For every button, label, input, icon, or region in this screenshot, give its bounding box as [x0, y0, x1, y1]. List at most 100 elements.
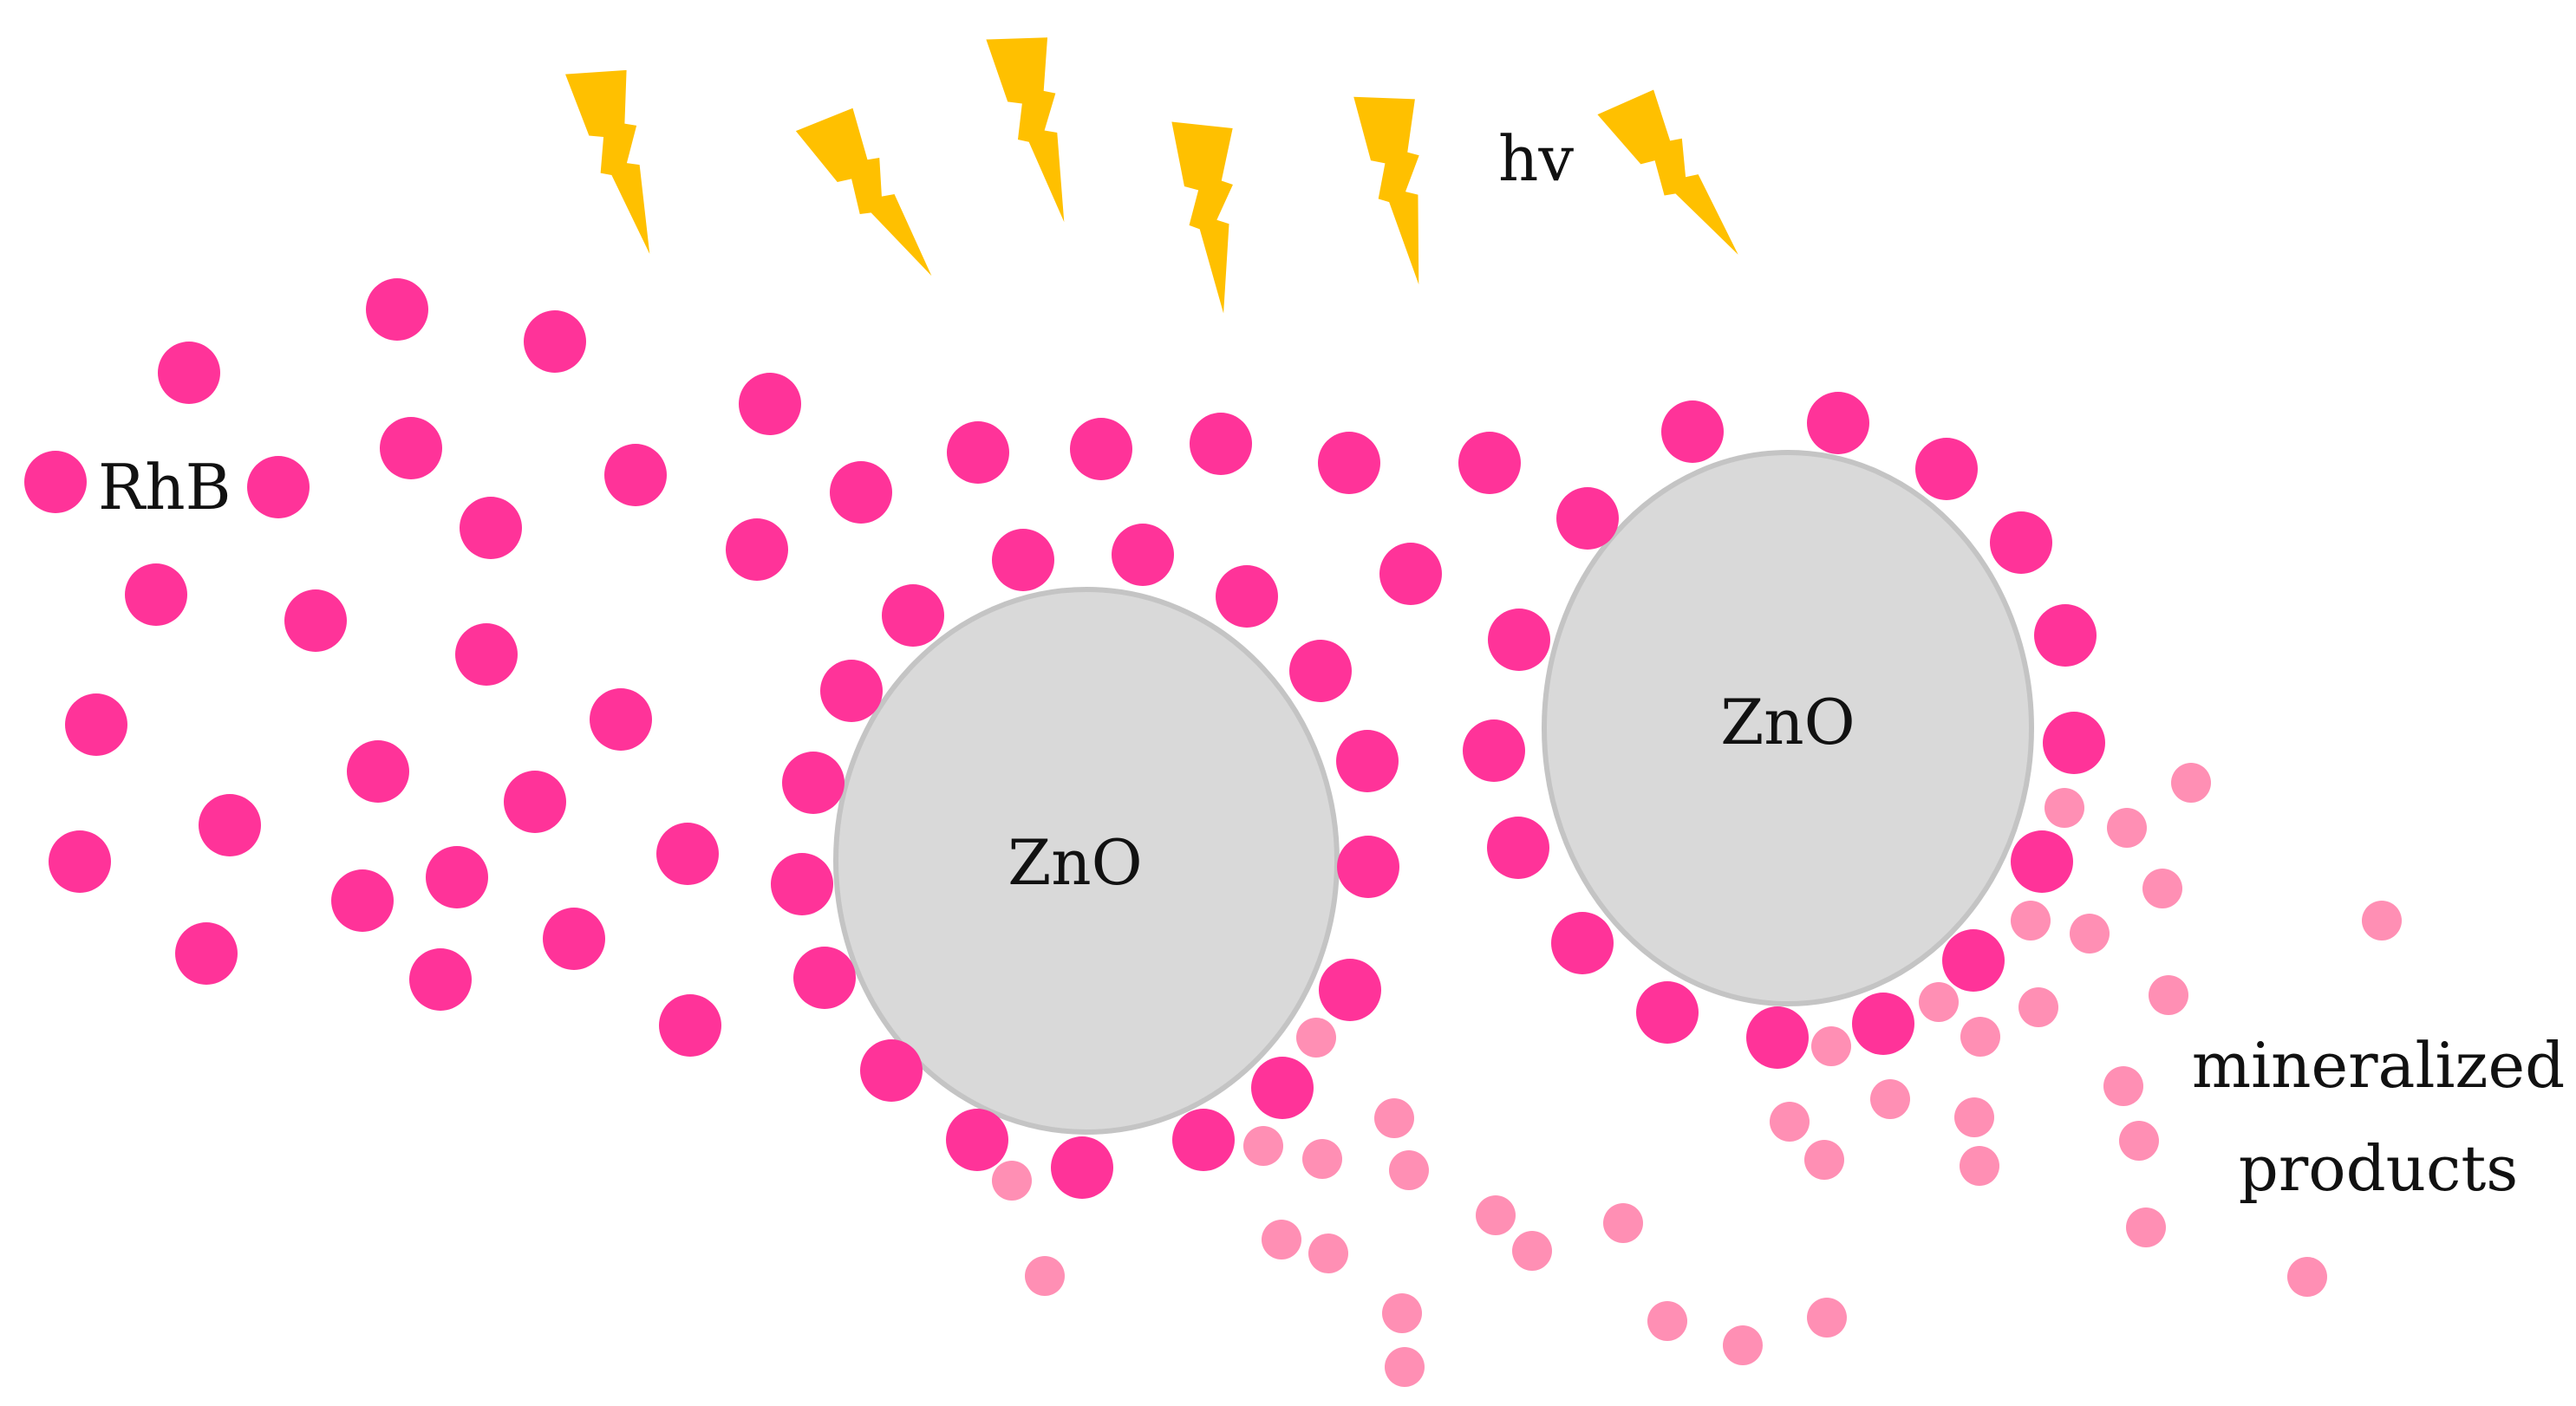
- product-molecule: [1382, 1293, 1422, 1333]
- rhb-molecule: [1070, 418, 1132, 480]
- rhb-molecule: [1336, 730, 1399, 792]
- lightning-bolt-icon: [1597, 89, 1738, 255]
- rhb-label: RhB: [98, 451, 232, 524]
- rhb-molecule: [158, 342, 220, 404]
- rhb-molecule: [1458, 432, 1521, 494]
- rhb-molecule: [1915, 438, 1978, 500]
- rhb-molecule: [125, 563, 187, 626]
- product-molecule: [2018, 987, 2058, 1027]
- rhb-molecule: [366, 278, 428, 341]
- rhb-molecule: [347, 740, 409, 803]
- product-molecule: [1262, 1220, 1301, 1260]
- rhb-molecule: [65, 693, 127, 756]
- rhb-molecule: [882, 584, 944, 647]
- light-label: hv: [1498, 122, 1574, 195]
- rhb-molecule: [199, 794, 261, 856]
- rhb-molecule: [1746, 1006, 1809, 1069]
- rhb-molecule: [1487, 817, 1549, 879]
- rhb-molecule: [1661, 400, 1724, 463]
- rhb-molecule: [659, 994, 721, 1057]
- rhb-molecule: [380, 417, 442, 479]
- product-molecule: [2362, 901, 2402, 941]
- rhb-molecule: [49, 830, 111, 893]
- rhb-molecule: [820, 660, 883, 722]
- product-molecule: [1804, 1140, 1844, 1180]
- rhb-molecule: [543, 908, 605, 970]
- rhb-molecule: [656, 823, 719, 885]
- product-molecule: [2119, 1121, 2159, 1161]
- rhb-molecule: [1319, 959, 1381, 1021]
- product-molecule: [1025, 1256, 1065, 1296]
- rhb-molecule: [1463, 719, 1525, 782]
- rhb-molecule: [1990, 511, 2052, 574]
- rhb-molecule: [1337, 836, 1399, 898]
- product-molecule: [2287, 1257, 2327, 1297]
- product-molecule: [1374, 1098, 1414, 1138]
- product-molecule: [1243, 1126, 1283, 1166]
- rhb-molecule: [2043, 712, 2105, 774]
- rhb-molecule: [1379, 543, 1442, 605]
- rhb-molecule: [947, 421, 1009, 484]
- rhb-molecule: [992, 529, 1054, 591]
- rhb-molecule: [460, 497, 522, 559]
- product-molecule: [2011, 901, 2051, 941]
- rhb-molecule: [782, 752, 845, 814]
- rhb-molecule: [946, 1109, 1008, 1171]
- rhb-molecule: [409, 948, 472, 1011]
- product-molecule: [1960, 1146, 1999, 1186]
- zno-label-left: ZnO: [1008, 826, 1142, 899]
- rhb-molecule: [830, 461, 892, 524]
- product-molecule: [1919, 982, 1959, 1022]
- lightning-bolt-icon: [565, 69, 650, 254]
- lightning-bolt-icon: [1171, 121, 1233, 314]
- product-molecule: [2044, 788, 2084, 828]
- product-molecule: [1603, 1203, 1643, 1243]
- lightning-bolt-icon: [795, 107, 932, 277]
- rhb-molecule: [1636, 981, 1699, 1044]
- rhb-molecule: [284, 589, 347, 652]
- rhb-molecule: [1807, 392, 1869, 454]
- rhb-molecule: [1289, 640, 1352, 702]
- rhb-molecule: [726, 518, 788, 581]
- lightning-bolts: [565, 37, 1738, 314]
- product-molecule: [2103, 1066, 2143, 1106]
- rhb-molecule: [1318, 432, 1380, 494]
- product-molecule: [1647, 1301, 1687, 1341]
- rhb-molecule: [793, 947, 856, 1009]
- product-molecule: [992, 1161, 1032, 1201]
- product-molecule: [2171, 763, 2211, 803]
- rhb-molecule: [2034, 604, 2097, 667]
- rhb-molecule: [1488, 609, 1550, 671]
- product-molecule: [1302, 1139, 1342, 1179]
- product-molecule: [1954, 1097, 1994, 1137]
- products-label-line2: products: [2239, 1132, 2519, 1205]
- product-molecule: [1807, 1298, 1847, 1338]
- product-molecule: [1385, 1347, 1425, 1387]
- product-molecule: [2126, 1207, 2166, 1247]
- rhb-molecule: [426, 846, 488, 908]
- catalyst-particles: [833, 450, 2034, 1135]
- product-molecule: [2149, 975, 2188, 1015]
- product-molecule: [2107, 808, 2147, 848]
- rhb-molecule: [247, 456, 310, 518]
- zno-particle-left: [833, 587, 1340, 1135]
- product-molecule: [1770, 1102, 1810, 1142]
- rhb-molecule: [1251, 1057, 1314, 1119]
- rhb-molecule: [590, 688, 652, 751]
- product-molecule: [1308, 1234, 1348, 1273]
- rhb-molecule: [1172, 1109, 1235, 1171]
- product-molecule: [1296, 1018, 1336, 1058]
- rhb-molecule: [1051, 1136, 1113, 1199]
- rhb-molecule: [455, 623, 518, 686]
- rhb-molecule: [524, 310, 586, 373]
- rhb-molecule: [604, 444, 667, 506]
- rhb-molecule: [1551, 912, 1614, 974]
- rhb-molecules: [24, 278, 2105, 1199]
- product-molecule: [2070, 914, 2110, 954]
- rhb-molecule: [1942, 929, 2005, 992]
- rhb-molecule: [2011, 830, 2073, 893]
- rhb-molecule: [739, 373, 801, 435]
- rhb-molecule: [1190, 413, 1252, 475]
- product-molecule: [1870, 1079, 1910, 1119]
